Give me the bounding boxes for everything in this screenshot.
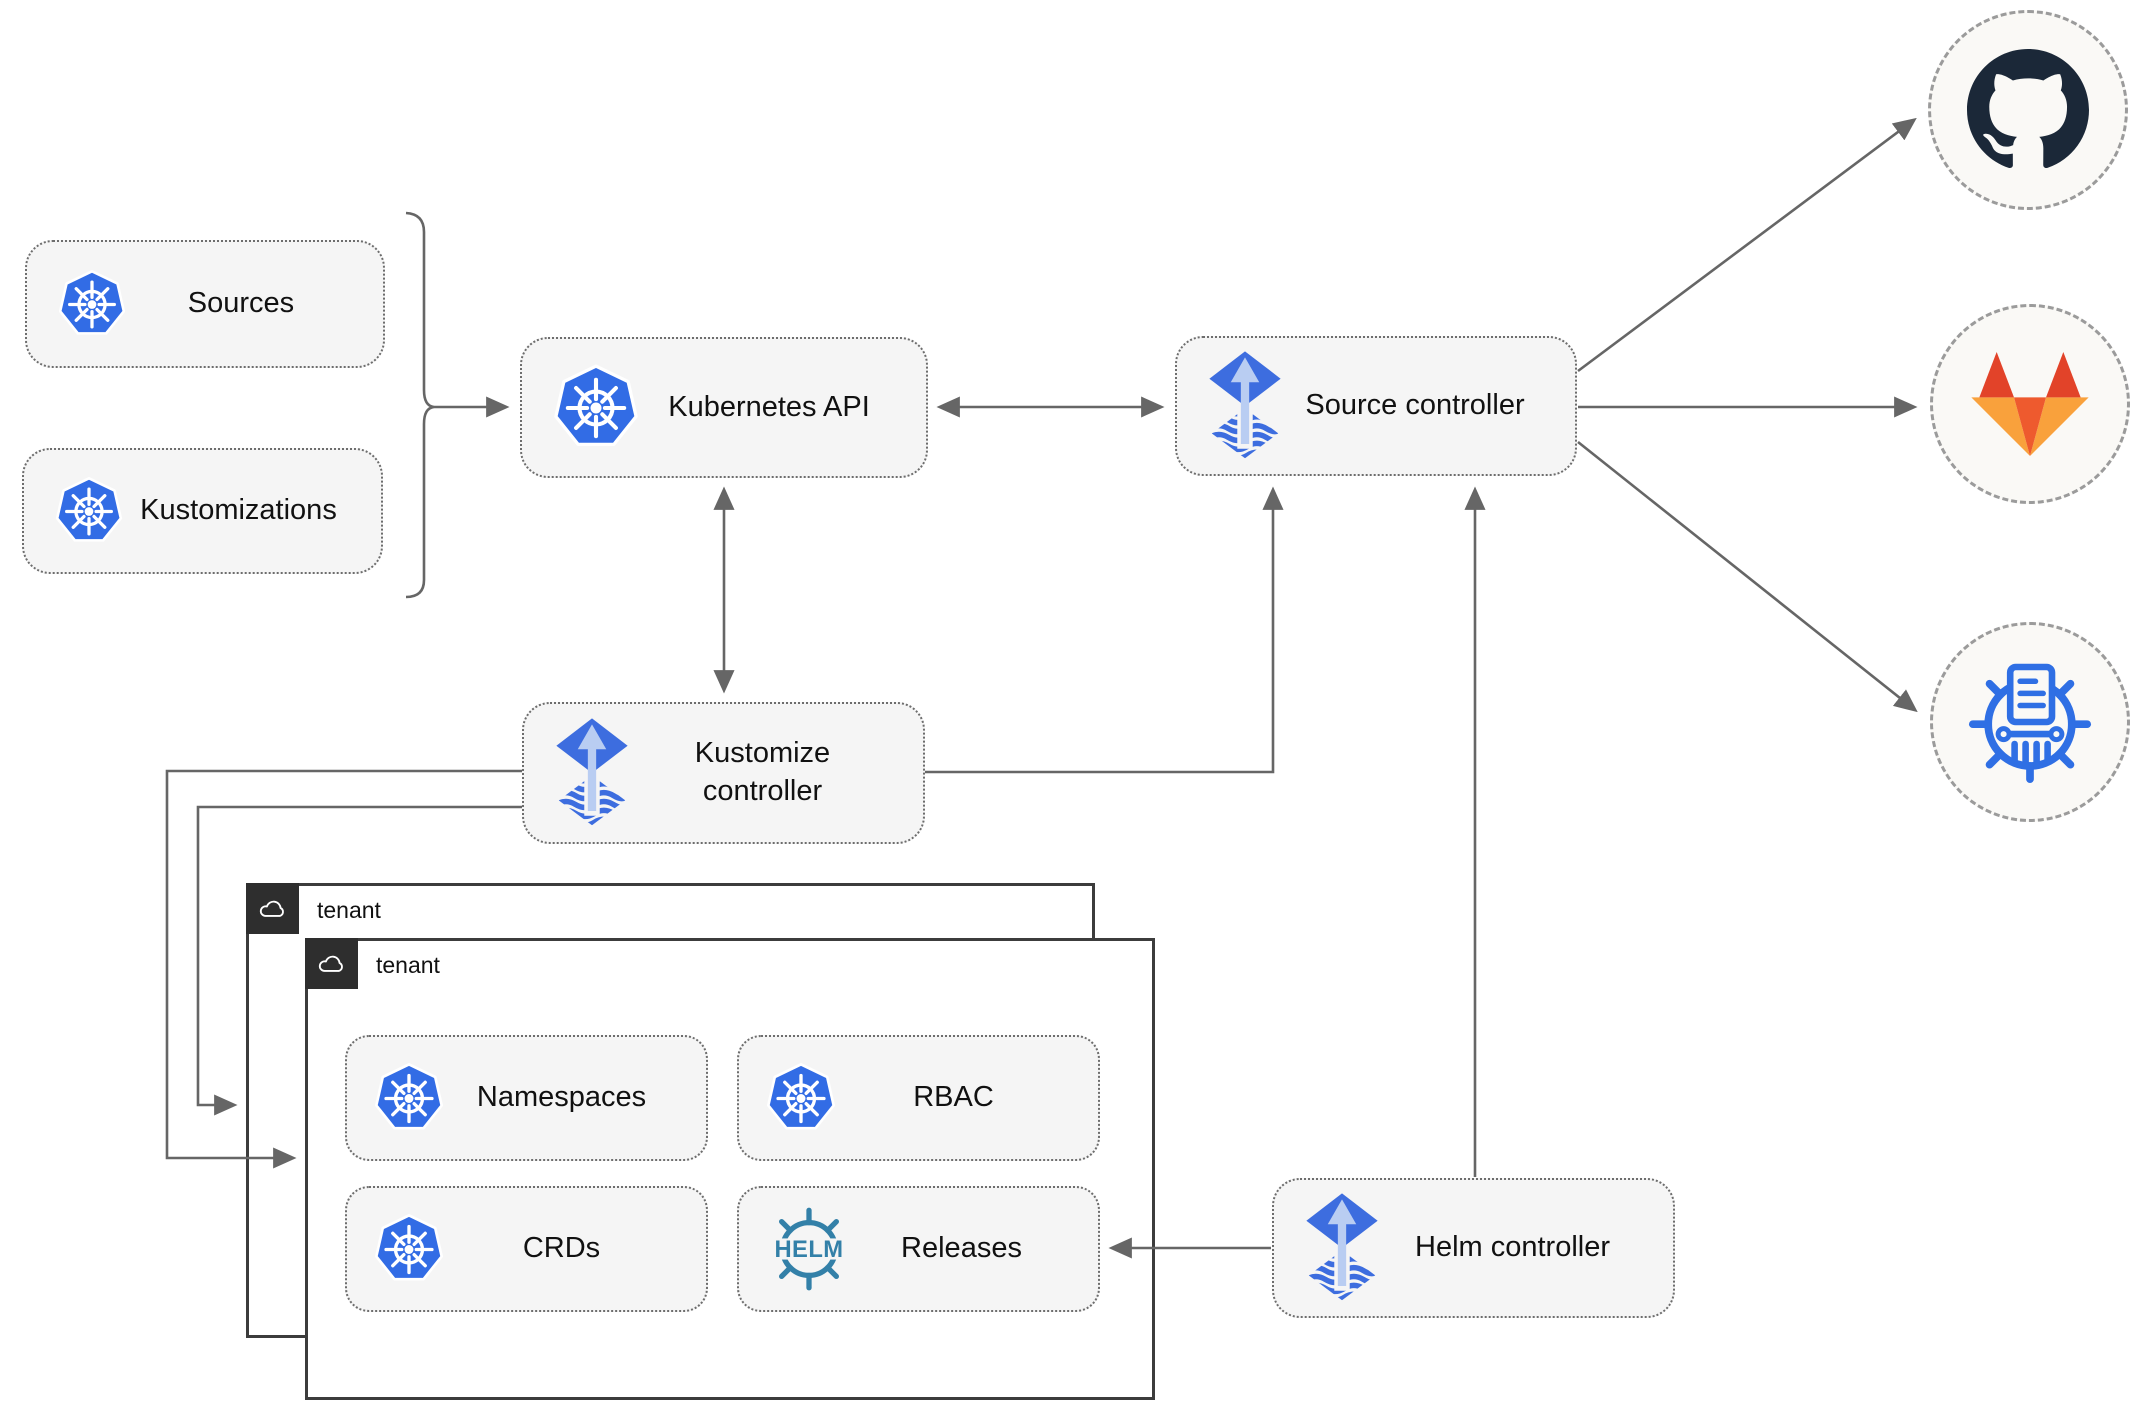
node-label: Sources <box>187 287 295 320</box>
node-kubernetes-api: Kubernetes API <box>520 337 928 478</box>
kubernetes-icon <box>552 362 640 454</box>
resource-namespaces: Namespaces <box>345 1035 708 1161</box>
node-label: Kustomize controller <box>694 737 831 807</box>
node-source-controller: Source controller <box>1175 336 1577 476</box>
node-sources: Sources <box>25 240 385 368</box>
node-kustomize-controller: Kustomize controller <box>522 702 925 844</box>
kubernetes-icon <box>57 268 127 341</box>
resource-rbac: RBAC <box>737 1035 1100 1161</box>
endpoint-github <box>1928 10 2128 210</box>
kubernetes-icon <box>54 475 124 548</box>
node-label: Source controller <box>1305 389 1525 422</box>
tenant-tab <box>246 883 299 934</box>
edge-source-github <box>1577 117 1917 373</box>
cloud-icon <box>257 897 289 921</box>
node-label: Helm controller <box>1415 1231 1610 1264</box>
resource-label: Namespaces <box>476 1081 647 1114</box>
flux-icon <box>1304 1191 1380 1305</box>
github-icon <box>1967 49 2089 171</box>
helm-icon <box>765 1203 853 1295</box>
resource-crds: CRDs <box>345 1186 708 1312</box>
tenant-label: tenant <box>317 897 381 923</box>
kubernetes-icon <box>373 1061 445 1136</box>
endpoint-gitlab <box>1930 304 2130 504</box>
edge-kustomize-source <box>925 486 1284 774</box>
resource-releases: Releases <box>737 1186 1100 1312</box>
gitlab-icon <box>1962 344 2098 464</box>
kubernetes-icon <box>765 1061 837 1136</box>
flux-icon <box>554 716 630 830</box>
resource-label: CRDs <box>522 1232 601 1265</box>
edge-source-helm-repository <box>1577 440 1918 713</box>
flux-icon <box>1207 349 1283 463</box>
cloud-icon <box>316 952 348 976</box>
node-kustomizations: Kustomizations <box>22 448 383 574</box>
tenant-box-front: tenant <box>305 938 1155 1400</box>
tenant-label: tenant <box>376 952 440 978</box>
endpoint-helm-repository <box>1930 622 2130 822</box>
brace-sources-group <box>405 211 435 599</box>
kubernetes-icon <box>373 1212 445 1287</box>
node-label: Kustomizations <box>140 494 337 527</box>
resource-label: RBAC <box>913 1081 994 1114</box>
tenant-tab <box>305 938 358 989</box>
helm-repository-icon <box>1964 656 2096 788</box>
node-helm-controller: Helm controller <box>1272 1178 1675 1318</box>
resource-label: Releases <box>901 1232 1022 1265</box>
node-label: Kubernetes API <box>668 390 870 423</box>
